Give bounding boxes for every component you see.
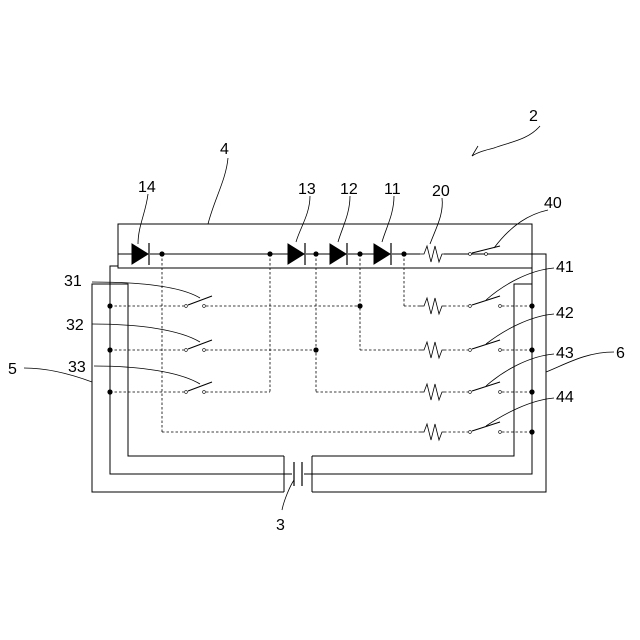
frame-6-mid — [312, 268, 532, 474]
capacitor-3 — [284, 456, 312, 492]
label-ref-3: 3 — [276, 517, 285, 534]
label-ref-13: 13 — [298, 181, 316, 198]
label-ref-11: 11 — [384, 181, 401, 198]
leader-20 — [430, 198, 442, 244]
label-ref-6: 6 — [616, 345, 625, 362]
switch-33 — [110, 382, 270, 393]
frame-5-outer — [92, 284, 284, 492]
branch-41 — [404, 296, 532, 314]
resistor-20 — [420, 246, 444, 262]
switch-31 — [110, 296, 360, 307]
leader-40 — [494, 210, 548, 248]
label-ref-12: 12 — [340, 181, 358, 198]
leader-44 — [486, 398, 554, 426]
leader-13 — [296, 196, 310, 242]
frame-4 — [118, 224, 532, 268]
frame-6-inner — [312, 284, 532, 456]
junction-dot — [313, 347, 318, 352]
label-ref-43: 43 — [556, 345, 574, 362]
diode-12 — [330, 243, 347, 265]
diode-13 — [288, 243, 305, 265]
label-ref-41: 41 — [556, 259, 574, 276]
branch-43 — [316, 382, 532, 400]
leader-11 — [382, 196, 394, 242]
leader-12 — [338, 196, 350, 242]
leader-42 — [486, 314, 554, 344]
label-ref-5: 5 — [8, 361, 17, 378]
label-ref-31: 31 — [64, 273, 82, 290]
label-ref-32: 32 — [66, 317, 84, 334]
label-ref-33: 33 — [68, 359, 86, 376]
label-ref-40: 40 — [544, 195, 562, 212]
diode-14 — [132, 243, 149, 265]
leader-43 — [486, 354, 554, 386]
label-ref-4: 4 — [220, 141, 229, 158]
branch-42 — [360, 340, 532, 358]
junction-dot — [357, 303, 362, 308]
leader-14 — [138, 194, 148, 244]
label-ref-42: 42 — [556, 305, 574, 322]
frame-5-inner — [110, 266, 284, 474]
branch-44 — [162, 422, 532, 440]
leader-32 — [92, 324, 200, 342]
label-ref-44: 44 — [556, 389, 574, 406]
leader-2 — [472, 126, 540, 156]
diode-11 — [374, 243, 391, 265]
label-ref-14: 14 — [138, 179, 156, 196]
switch-32 — [110, 340, 316, 351]
label-ref-2: 2 — [529, 108, 538, 125]
label-ref-20: 20 — [432, 183, 450, 200]
leader-4 — [208, 158, 228, 224]
